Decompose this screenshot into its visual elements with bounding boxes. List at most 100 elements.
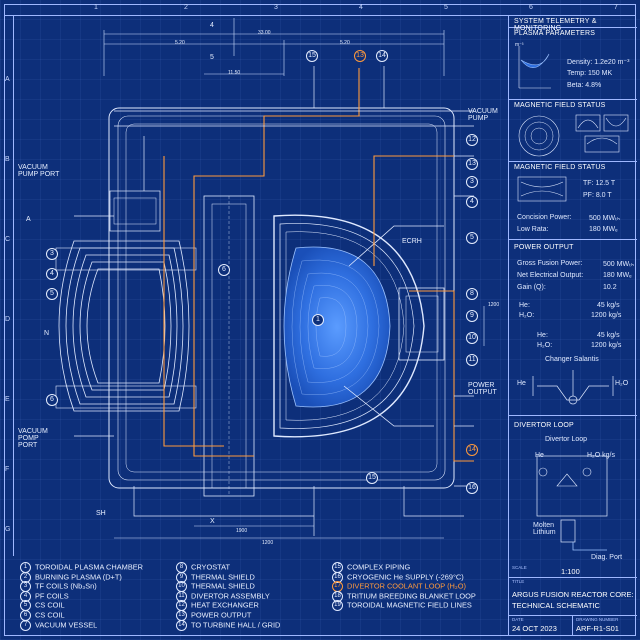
- cryostat-outline: [108, 107, 455, 489]
- pf-readout: PF: 8.0 T: [583, 192, 612, 199]
- flow-value: 1200 kg/s: [591, 312, 622, 319]
- magnetic-field-section-1: MAGNETIC FIELD STATUS: [509, 100, 637, 162]
- divertor-loop-diagram: [536, 455, 608, 551]
- density-unit: m⁻³: [515, 42, 524, 48]
- legend-text: POWER OUTPUT: [191, 610, 252, 620]
- ruler-col: 5: [444, 4, 448, 11]
- field-rings-icon: [518, 115, 560, 157]
- date-value: 24 OCT 2023: [512, 624, 557, 633]
- vacuum-vessel: [273, 214, 425, 438]
- legend-text: CS COIL: [35, 610, 65, 620]
- density-readout: Density: 1.2e20 m⁻³: [567, 59, 630, 66]
- reactor-schematic: [55, 18, 485, 539]
- legend-text: BURNING PLASMA (D+T): [35, 572, 122, 582]
- scale-row: SCALE 1:100: [509, 564, 637, 578]
- legend-text: CS COIL: [35, 600, 65, 610]
- section-5-marker: 5: [210, 54, 214, 61]
- flow-value: 45 kg/s: [597, 302, 620, 309]
- legend-text: TF COILS (Nb₃Sn): [35, 581, 97, 591]
- flow-label: H₂O:: [519, 312, 535, 319]
- ruler-row: A: [5, 76, 10, 83]
- ruler-row: E: [5, 396, 10, 403]
- power-row-label: Gross Fusion Power:: [517, 260, 583, 267]
- callout-right: 4: [466, 196, 478, 208]
- legend-item: 19 TOROIDAL MAGNETIC FIELD LINES: [332, 600, 472, 612]
- field-waveform-icon: [575, 114, 629, 153]
- ruler-col: 3: [274, 4, 278, 11]
- section-4-marker: 4: [210, 22, 214, 29]
- power-row-label: Net Electrical Output:: [517, 272, 584, 279]
- legend-text: CRYOGENIC He SUPPLY (-269°C): [347, 572, 464, 582]
- legend-text: TOROIDAL PLASMA CHAMBER: [35, 562, 144, 572]
- ruler-row: B: [5, 156, 10, 163]
- callout-left: 3: [46, 248, 58, 260]
- legend-text: TRITIUM BREEDING BLANKET LOOP: [347, 591, 476, 601]
- dim-label: 1900: [236, 528, 248, 534]
- title-line-1: ARGUS FUSION REACTOR CORE:: [512, 590, 634, 599]
- legend-text: PF COILS: [35, 591, 69, 601]
- dim-label: 1200: [488, 302, 500, 308]
- callout-left: 6: [46, 394, 58, 406]
- title-block: SCALE 1:100 TITLE ARGUS FUSION REACTOR C…: [508, 564, 637, 636]
- callout-right: 13: [466, 158, 478, 170]
- n-marker: N: [44, 330, 50, 337]
- callout-left: 5: [46, 288, 58, 300]
- divertor-he: He: [535, 452, 544, 459]
- ruler-row: C: [5, 236, 11, 243]
- magnetic-field-title: MAGNETIC FIELD STATUS: [514, 102, 606, 109]
- temp-readout: Temp: 150 MK: [567, 70, 613, 77]
- flow-label: He:: [519, 302, 530, 309]
- power-row-value: 180 MWₑ: [603, 272, 632, 279]
- divertor-coolant-loop: [163, 68, 474, 462]
- scale-label: SCALE: [512, 565, 527, 570]
- ruler-row: D: [5, 316, 11, 323]
- callout-right: 15: [366, 472, 378, 484]
- bottom-dimensions: [114, 306, 485, 539]
- legend-text: TOROIDAL MAGNETIC FIELD LINES: [347, 600, 472, 610]
- legend-text: COMPLEX PIPING: [347, 562, 411, 572]
- callout-right: 14: [466, 444, 478, 456]
- lowrata-value: 180 MWₑ: [589, 226, 618, 233]
- exchanger-h2o: H₂O: [615, 380, 629, 387]
- magnetic-field-section-2: MAGNETIC FIELD STATUS TF: 12.5 T PF: 8.0…: [509, 162, 637, 240]
- callout-15-top: 15: [306, 50, 318, 62]
- magnetic-field-title-2: MAGNETIC FIELD STATUS: [514, 164, 606, 171]
- telemetry-panel: SYSTEM TELEMETRY & MONITORING PLASMA PAR…: [508, 16, 637, 564]
- ruler-col: 7: [614, 4, 618, 11]
- title-row: TITLE ARGUS FUSION REACTOR CORE: TECHNIC…: [509, 578, 637, 616]
- flow-value: 45 kg/s: [597, 332, 620, 339]
- panel-header-text: SYSTEM TELEMETRY & MONITORING: [514, 18, 597, 32]
- ruler-col: 1: [94, 4, 98, 11]
- ruler-row: G: [5, 526, 11, 533]
- vacuum-pump-port-label: VACUUM PUMP PORT: [18, 164, 60, 178]
- power-output-label: POWER OUTPUT: [468, 382, 497, 396]
- legend-text: TO TURBINE HALL / GRID: [191, 620, 281, 630]
- plasma-density-plot: [518, 46, 551, 89]
- callout-left: 4: [46, 268, 58, 280]
- date-label: DATE: [512, 617, 524, 622]
- divertor-assembly: [343, 225, 445, 427]
- top-dimensions: [103, 18, 445, 76]
- callout-right: 10: [466, 332, 478, 344]
- ruler-row: F: [5, 466, 10, 473]
- legend-text: DIVERTOR ASSEMBLY: [191, 591, 270, 601]
- legend-text: CRYOSTAT: [191, 562, 231, 572]
- ecrh-label: ECRH: [402, 238, 422, 245]
- drawing-number-value: ARF-R1-S01: [576, 624, 619, 633]
- dim-label: 5.20: [340, 40, 350, 46]
- panel-header: SYSTEM TELEMETRY & MONITORING: [509, 16, 637, 32]
- divertor-loop-section: DIVERTOR LOOP Divertor Loop He H₂O kg/s …: [509, 416, 637, 564]
- dim-label: 33.00: [258, 30, 271, 36]
- power-row-value: 10.2: [603, 284, 617, 291]
- flow-value: 1200 kg/s: [591, 342, 622, 349]
- title-label: TITLE: [512, 579, 525, 584]
- callout-plasma: 1: [312, 314, 324, 326]
- power-output-section: POWER OUTPUT Gross Fusion Power: 500 MWₜ…: [509, 240, 637, 416]
- legend-number: 19: [332, 600, 343, 612]
- callout-right: 8: [466, 288, 478, 300]
- callout-right: 9: [466, 310, 478, 322]
- heat-exchanger-diagram: [532, 370, 614, 405]
